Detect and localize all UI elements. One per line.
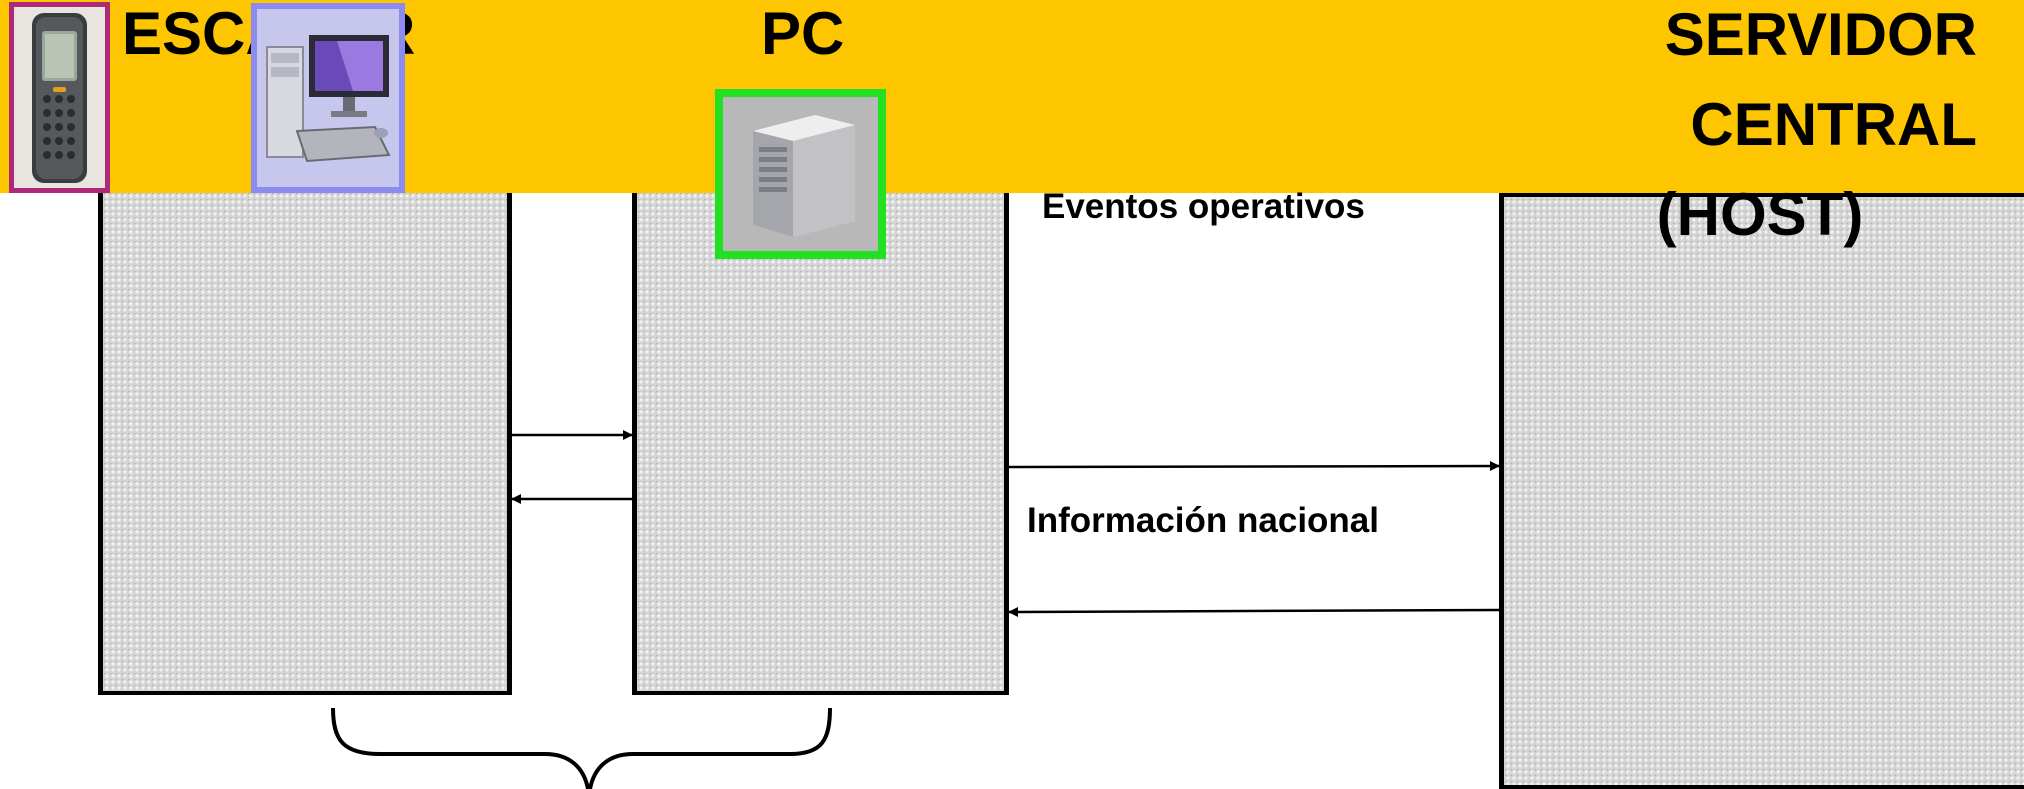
pc-box xyxy=(632,193,1009,695)
arrow-pc-to-host xyxy=(1008,461,1500,472)
scanner-box xyxy=(98,193,512,695)
arrow-host-to-pc xyxy=(1008,606,1500,617)
national-info-label: Información nacional xyxy=(1027,501,1379,540)
desktop-pc-icon xyxy=(251,3,405,193)
server-tower-icon xyxy=(715,89,886,259)
host-box xyxy=(1499,193,2024,789)
host-heading-line-3: (HOST) xyxy=(1656,181,1864,248)
pc-heading: PC xyxy=(761,0,845,67)
handheld-scanner-icon xyxy=(9,2,110,193)
grouping-brace xyxy=(331,707,832,789)
events-label: Eventos operativos xyxy=(1042,187,1365,226)
host-heading: SERVIDOR CENTRAL (HOST) xyxy=(1540,0,1980,260)
host-heading-line-1: SERVIDOR xyxy=(1664,1,1977,68)
host-heading-line-2: CENTRAL xyxy=(1690,91,1977,158)
